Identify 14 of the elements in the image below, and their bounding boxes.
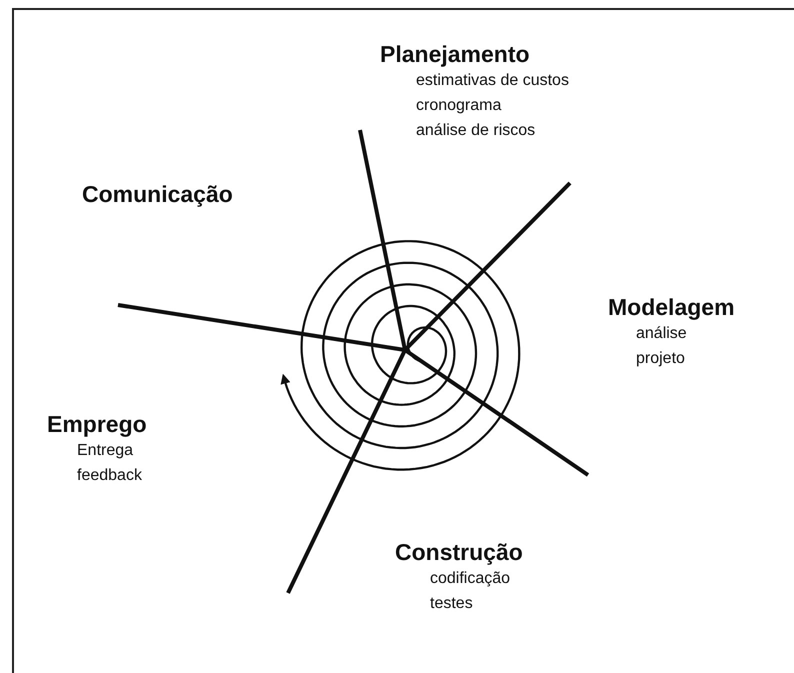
phase-title: Emprego xyxy=(47,410,147,438)
phase-title: Modelagem xyxy=(608,293,735,321)
phase-task: codificação xyxy=(429,569,512,589)
phase-task: análise de riscos xyxy=(415,121,536,141)
phase-title: Comunicação xyxy=(82,180,233,208)
phase-task: cronograma xyxy=(415,96,502,116)
phase-title: Construção xyxy=(395,538,523,566)
phase-task: estimativas de custos xyxy=(415,71,569,91)
phase-task: análise xyxy=(635,324,688,344)
phase-task: Entrega xyxy=(76,441,134,461)
phase-task: testes xyxy=(429,594,474,614)
phase-task: projeto xyxy=(635,349,686,369)
phase-title: Planejamento xyxy=(380,40,531,68)
phase-task: feedback xyxy=(76,466,143,486)
